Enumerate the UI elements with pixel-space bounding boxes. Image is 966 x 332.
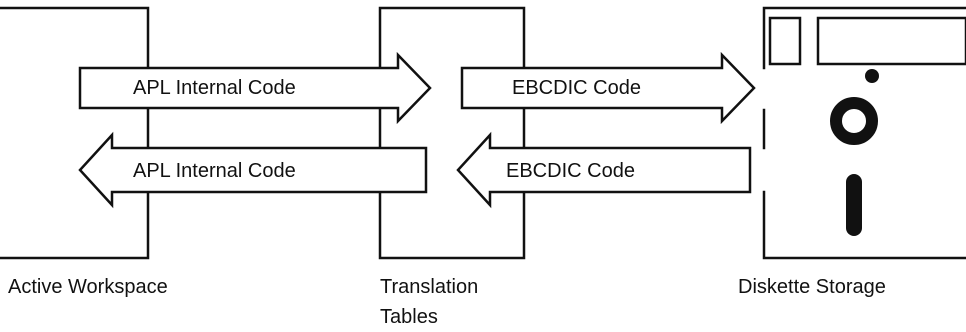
active-workspace-box bbox=[0, 6, 150, 260]
diskette-hub-ring bbox=[830, 97, 878, 145]
diskette-storage-unit bbox=[762, 6, 966, 260]
arrow-label-ebcdic-right: EBCDIC Code bbox=[512, 77, 641, 99]
arrow-label-apl-right: APL Internal Code bbox=[133, 77, 296, 99]
arrow-translation-to-workspace: APL Internal Code bbox=[78, 131, 428, 209]
diskette-indicator-dot bbox=[865, 69, 879, 83]
diskette-storage-label: Diskette Storage bbox=[738, 276, 886, 298]
translation-tables-label: Translation Tables bbox=[380, 276, 479, 328]
arrow-diskette-to-translation: EBCDIC Code bbox=[456, 131, 752, 209]
active-workspace-label: Active Workspace bbox=[8, 276, 168, 298]
arrow-label-ebcdic-left: EBCDIC Code bbox=[506, 160, 635, 182]
translation-tables-box bbox=[378, 6, 526, 260]
arrow-label-apl-left: APL Internal Code bbox=[133, 160, 296, 182]
arrow-translation-to-diskette: EBCDIC Code bbox=[460, 51, 756, 125]
diskette-slot-bar bbox=[846, 174, 862, 236]
diskette-small-panel bbox=[768, 16, 802, 66]
diskette-wide-panel bbox=[816, 16, 966, 66]
arrow-workspace-to-translation: APL Internal Code bbox=[78, 51, 432, 125]
